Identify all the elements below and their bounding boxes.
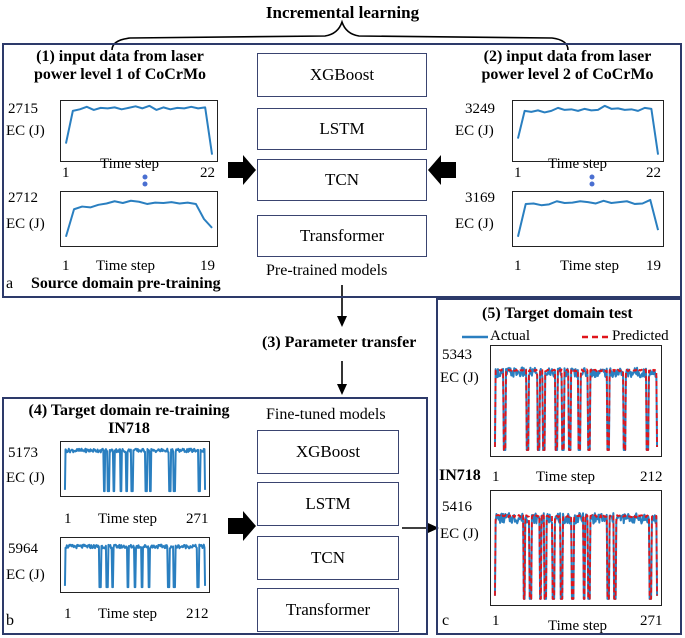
legend-predicted-label: Predicted [612, 328, 669, 344]
panel-source-domain [2, 43, 682, 298]
series-line [66, 106, 212, 155]
legend-actual-label: Actual [490, 328, 530, 344]
finetuned-transformer: Transformer [257, 588, 399, 632]
plot6-ymax: 5964 [8, 541, 38, 557]
plot1-ylabel: EC (J) [6, 123, 45, 139]
plot1-ymax: 2715 [8, 101, 38, 117]
plot2-xlabel: Time step [96, 258, 156, 274]
plot1-svg [61, 101, 217, 161]
plot8-xend: 271 [640, 613, 663, 629]
finetuned-xgboost: XGBoost [257, 430, 399, 474]
plot3-ylabel: EC (J) [455, 123, 494, 139]
plot7-xstart: 1 [492, 469, 500, 485]
plot1-xend: 22 [200, 165, 215, 181]
plot6-xend: 212 [186, 606, 209, 622]
plot7-ymax: 5343 [442, 347, 472, 363]
plot1-xlabel: Time step [100, 156, 160, 172]
series-line [66, 201, 212, 237]
plot7-xend: 212 [640, 469, 663, 485]
plot4-xlabel: Time step [560, 258, 620, 274]
plot4 [512, 191, 664, 247]
arrow-down-icon [337, 384, 347, 395]
predicted-series-line [495, 369, 657, 450]
plot3-xlabel: Time step [548, 156, 608, 172]
plot2-ymax: 2712 [8, 190, 38, 206]
plot1 [60, 100, 218, 162]
legend: Actual Predicted [462, 328, 682, 346]
plot5-xend: 271 [186, 511, 209, 527]
panel-c-letter: c [442, 612, 450, 629]
plot7-ylabel: EC (J) [440, 370, 479, 386]
plot5-ylabel: EC (J) [6, 470, 45, 486]
finetuned-lstm: LSTM [257, 482, 399, 526]
pretrained-caption: Pre-trained models [266, 262, 388, 279]
plot8-xlabel: Time step [548, 618, 608, 634]
plot6-xlabel: Time step [98, 606, 158, 622]
plot3-ymax: 3249 [465, 101, 495, 117]
panel-b-letter: b [6, 612, 14, 629]
model-xgboost: XGBoost [257, 53, 427, 97]
plot2-xstart: 1 [62, 258, 70, 274]
model-tcn: TCN [257, 159, 427, 201]
plot8-ylabel: EC (J) [440, 526, 479, 542]
panel-c-material: IN718 [439, 467, 481, 484]
panel-target-retraining [2, 397, 428, 635]
plot2 [60, 191, 218, 247]
plot3-svg [513, 101, 663, 161]
panel-target-test [436, 298, 682, 635]
predicted-series-line [495, 515, 657, 599]
arrow-down-icon [337, 316, 347, 327]
plot1-xstart: 1 [62, 165, 70, 181]
series-line [65, 449, 205, 492]
panel-a-letter: a [6, 275, 14, 292]
plot8 [490, 490, 662, 606]
model-lstm: LSTM [257, 108, 427, 150]
plot7-xlabel: Time step [536, 469, 596, 485]
actual-series-line [495, 368, 657, 450]
plot4-svg [513, 192, 663, 246]
plot7-svg [491, 346, 661, 456]
source-domain-footer: Source domain pre-training [31, 275, 221, 292]
target-test-title: (5) Target domain test [482, 305, 633, 322]
plot6-svg [61, 538, 209, 592]
series-line [518, 200, 658, 237]
plot3-xend: 22 [646, 165, 661, 181]
plot2-svg [61, 192, 217, 246]
plot6-ylabel: EC (J) [6, 567, 45, 583]
series-line [518, 106, 658, 155]
plot5-ymax: 5173 [8, 445, 38, 461]
parameter-transfer-label: (3) Parameter transfer [262, 334, 417, 351]
plot7 [490, 345, 662, 457]
plot8-xstart: 1 [492, 613, 500, 629]
plot4-xend: 19 [646, 258, 661, 274]
model-transformer: Transformer [257, 215, 427, 257]
finetuned-tcn: TCN [257, 536, 399, 580]
plot5-xstart: 1 [64, 511, 72, 527]
plot2-xend: 19 [200, 258, 215, 274]
plot5-svg [61, 442, 209, 496]
plot6-xstart: 1 [64, 606, 72, 622]
plot6 [60, 537, 210, 593]
plot2-ylabel: EC (J) [6, 216, 45, 232]
plot8-ymax: 5416 [442, 499, 472, 515]
finetuned-caption: Fine-tuned models [266, 406, 386, 423]
plot3-xstart: 1 [514, 165, 522, 181]
actual-series-line [495, 513, 657, 599]
plot4-xstart: 1 [514, 258, 522, 274]
series-line [65, 545, 205, 588]
incremental-learning-title: Incremental learning [265, 3, 420, 22]
plot5 [60, 441, 210, 497]
plot5-xlabel: Time step [98, 511, 158, 527]
plot4-ylabel: EC (J) [455, 216, 494, 232]
plot4-ymax: 3169 [465, 190, 495, 206]
plot8-svg [491, 491, 661, 605]
plot3 [512, 100, 664, 162]
